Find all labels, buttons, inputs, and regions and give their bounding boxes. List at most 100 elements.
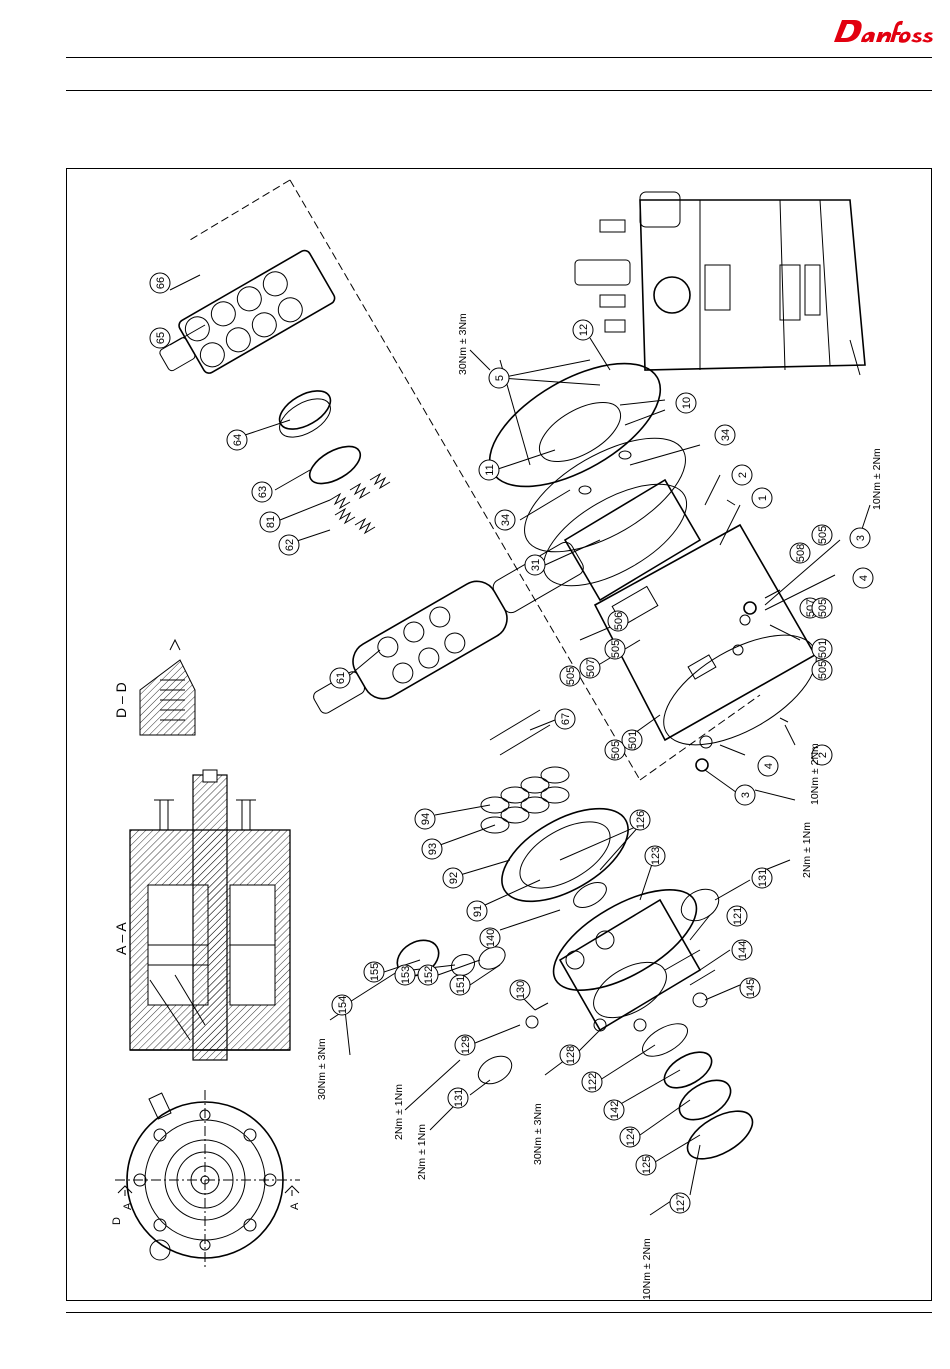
part-number: 93 [427,843,439,855]
part-number: 154 [337,996,349,1014]
rear-cover-group [396,766,754,1160]
part-number: 11 [484,464,496,475]
part-number: 34 [720,429,732,441]
part-callout: 505 [811,659,833,681]
part-callout: 61 [329,667,351,689]
callout-balloon [559,665,581,687]
callout-balloon [149,272,171,294]
callout-balloon [739,977,761,999]
section-label-a-a: A – A [113,922,129,955]
callout-balloon [251,481,273,503]
callout-balloon [524,554,546,576]
part-number: 155 [369,963,381,981]
part-callout: 152 [417,964,439,986]
callout-balloon [644,845,666,867]
part-callout: 508 [789,542,811,564]
part-number: 151 [455,976,467,994]
callout-balloon [466,900,488,922]
callout-balloon [604,739,626,761]
part-callout: 126 [629,809,651,831]
part-number: 501 [627,731,639,749]
part-number: 130 [515,981,527,999]
part-callout: 127 [669,1192,691,1214]
part-number: 145 [745,979,757,997]
danfoss-logo [834,20,933,43]
part-callout: 2 [731,464,753,486]
callout-balloon [607,610,629,632]
callout-balloon [621,729,643,751]
part-callout: 131 [751,867,773,889]
part-labels: 6566646381626167949392911401261231311211… [149,272,874,1214]
part-callout: 1 [751,487,773,509]
part-number: 122 [587,1073,599,1091]
part-number: 5 [494,375,506,381]
callout-balloon [852,567,874,589]
torque-spec: 10Nm ± 2Nm [641,1238,653,1300]
view-marker-d: D [111,1217,123,1225]
part-callout: 122 [581,1071,603,1093]
part-number: 34 [500,514,512,526]
callout-balloon [734,784,756,806]
part-number: 501 [817,640,829,658]
part-callout: 34 [494,509,516,531]
part-callout: 121 [726,905,748,927]
part-number: 140 [485,929,497,947]
part-callout: 140 [479,927,501,949]
part-number: 3 [855,535,867,541]
part-callout: 34 [714,424,736,446]
callout-balloon [675,392,697,414]
torque-spec: 2Nm ± 1Nm [393,1084,405,1140]
callout-balloon [329,667,351,689]
part-number: 152 [423,966,435,984]
part-number: 121 [732,907,744,925]
part-callout: 124 [619,1126,641,1148]
part-callout: 2 [811,744,833,766]
callout-balloon [417,964,439,986]
callout-balloon [619,1126,641,1148]
section-d-d [139,638,196,736]
part-callout: 153 [394,964,416,986]
part-callout: 501 [621,729,643,751]
part-number: 125 [641,1156,653,1174]
part-number: 128 [565,1046,577,1064]
callout-balloon [849,527,871,549]
callout-balloon [149,327,171,349]
callout-balloon [714,424,736,446]
part-callout: 67 [554,708,576,730]
torque-spec: 2Nm ± 1Nm [801,822,813,878]
part-callout: 31 [524,554,546,576]
callout-balloon [811,744,833,766]
part-callout: 3 [734,784,756,806]
part-callout: 505 [811,524,833,546]
callout-balloon [449,974,471,996]
part-callout: 505 [604,739,626,761]
callout-balloon [629,809,651,831]
view-marker-a-bottom: A [289,1202,301,1210]
callout-balloon [226,429,248,451]
part-callout: 151 [449,974,471,996]
view-marker-a-top: A [122,1202,134,1210]
part-number: 2 [817,752,829,758]
leader-lines [169,274,841,1196]
front-view [115,1090,300,1270]
part-callout: 144 [731,939,753,961]
part-callout: 123 [644,845,666,867]
part-number: 12 [578,324,590,336]
part-number: 61 [335,672,347,684]
part-number: 508 [795,544,807,562]
part-number: 66 [155,277,167,289]
callout-balloon [811,659,833,681]
header-rule-bottom [66,90,932,91]
torque-spec: 2Nm ± 1Nm [416,1124,428,1180]
part-callout: 65 [149,327,171,349]
callout-balloon [603,1099,625,1121]
part-callout: 91 [466,900,488,922]
footer-rule [66,1312,932,1313]
part-callout: 94 [414,808,436,830]
callout-balloon [394,964,416,986]
callout-balloon [811,597,833,619]
drawing-frame [66,168,932,1301]
part-number: 3 [740,792,752,798]
callout-balloon [751,487,773,509]
